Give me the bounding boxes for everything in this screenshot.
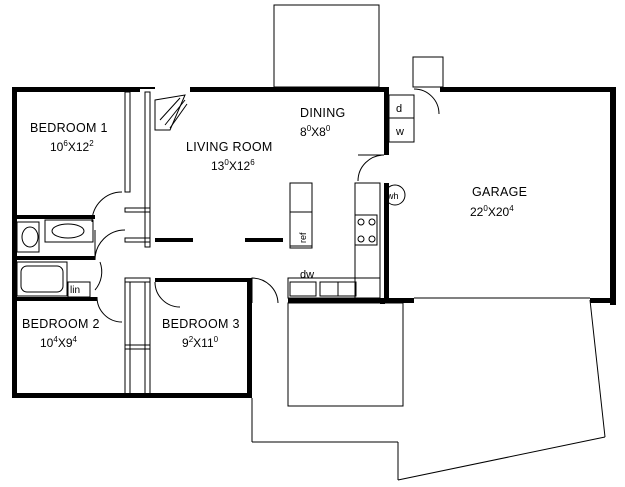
bathroom-fixtures <box>16 219 94 298</box>
room-dimensions: 220X204 <box>470 204 514 219</box>
room-name: GARAGE <box>472 185 527 199</box>
room-name: LIVING ROOM <box>186 140 273 154</box>
room-label-living-room: LIVING ROOM 130X126 <box>186 140 273 173</box>
rear-extensions <box>273 4 444 88</box>
room-dimensions: 80X80 <box>300 124 331 139</box>
dryer-label: d <box>396 103 402 115</box>
water-heater-label: wh <box>386 191 399 201</box>
linen-closet-label: lin <box>70 285 80 296</box>
room-label-bedroom-2: BEDROOM 2 104X94 <box>22 317 100 350</box>
room-dimensions: 130X126 <box>211 158 255 173</box>
refrigerator-label: ref <box>298 232 308 243</box>
room-label-dining: DINING 80X80 <box>300 106 346 139</box>
door-swings <box>91 88 440 323</box>
room-dimensions: 106X122 <box>50 139 94 154</box>
dishwasher-label: dw <box>300 269 314 281</box>
kitchen-fixtures <box>289 184 406 297</box>
room-name: BEDROOM 3 <box>162 317 240 331</box>
room-label-bedroom-1: BEDROOM 1 106X122 <box>30 121 108 154</box>
washer-label: w <box>395 126 404 138</box>
room-name: DINING <box>300 106 346 120</box>
room-label-garage: GARAGE 220X204 <box>470 185 527 219</box>
interior-walls <box>17 91 415 398</box>
room-name: BEDROOM 2 <box>22 317 100 331</box>
exterior-walls <box>12 87 616 398</box>
site-lines <box>251 297 606 481</box>
room-label-bedroom-3: BEDROOM 3 92X110 <box>162 317 240 350</box>
room-dimensions: 104X94 <box>40 335 78 350</box>
room-dimensions: 92X110 <box>182 335 219 350</box>
room-name: BEDROOM 1 <box>30 121 108 135</box>
